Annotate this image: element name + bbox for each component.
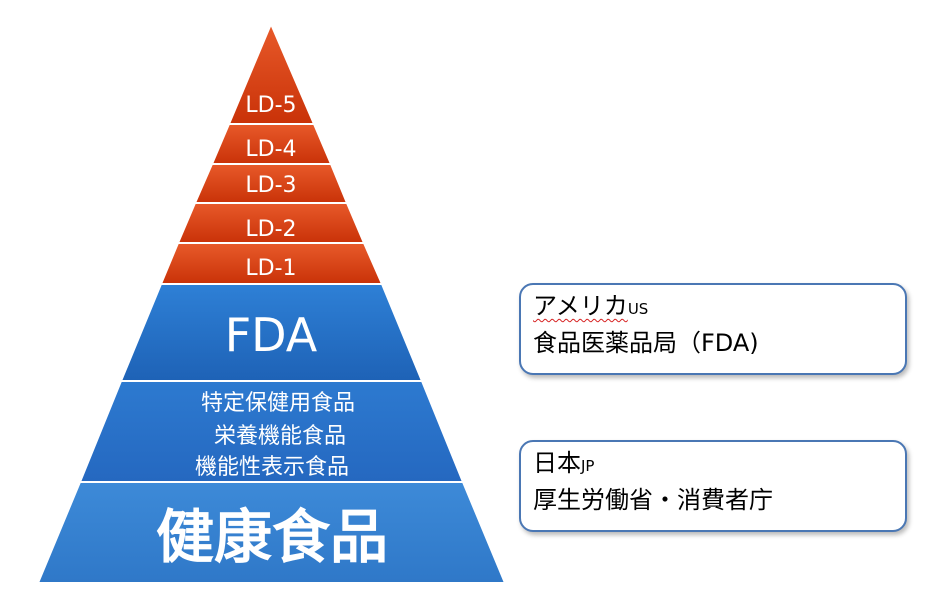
- level-label-health: 健康食品: [156, 503, 388, 571]
- us-country-line: アメリカUS: [533, 289, 893, 326]
- pyramid-level-health: [36, 481, 507, 584]
- us-agency-box: アメリカUS 食品医薬品局（FDA): [519, 283, 907, 375]
- level-label-ld2: LD-2: [245, 217, 296, 242]
- jp-country-label: 日本: [533, 449, 581, 477]
- level-label-japan-2: 栄養機能食品: [214, 424, 346, 449]
- level-label-ld1: LD-1: [245, 256, 296, 281]
- level-label-ld3: LD-3: [245, 173, 296, 198]
- level-label-japan-1: 特定保健用食品: [201, 391, 355, 416]
- us-agency-name: 食品医薬品局（FDA): [533, 329, 759, 357]
- us-country-label: アメリカ: [533, 292, 628, 320]
- level-label-ld5: LD-5: [245, 93, 296, 118]
- jp-agency-name: 厚生労働省・消費者庁: [533, 486, 773, 514]
- jp-country-line: 日本JP: [533, 446, 893, 483]
- jp-country-code: JP: [581, 457, 595, 475]
- us-country-code: US: [627, 300, 649, 318]
- jp-agency-box: 日本JP 厚生労働省・消費者庁: [519, 440, 907, 532]
- level-label-japan-3: 機能性表示食品: [195, 455, 349, 480]
- level-label-fda: FDA: [225, 308, 318, 362]
- level-label-ld4: LD-4: [245, 137, 296, 162]
